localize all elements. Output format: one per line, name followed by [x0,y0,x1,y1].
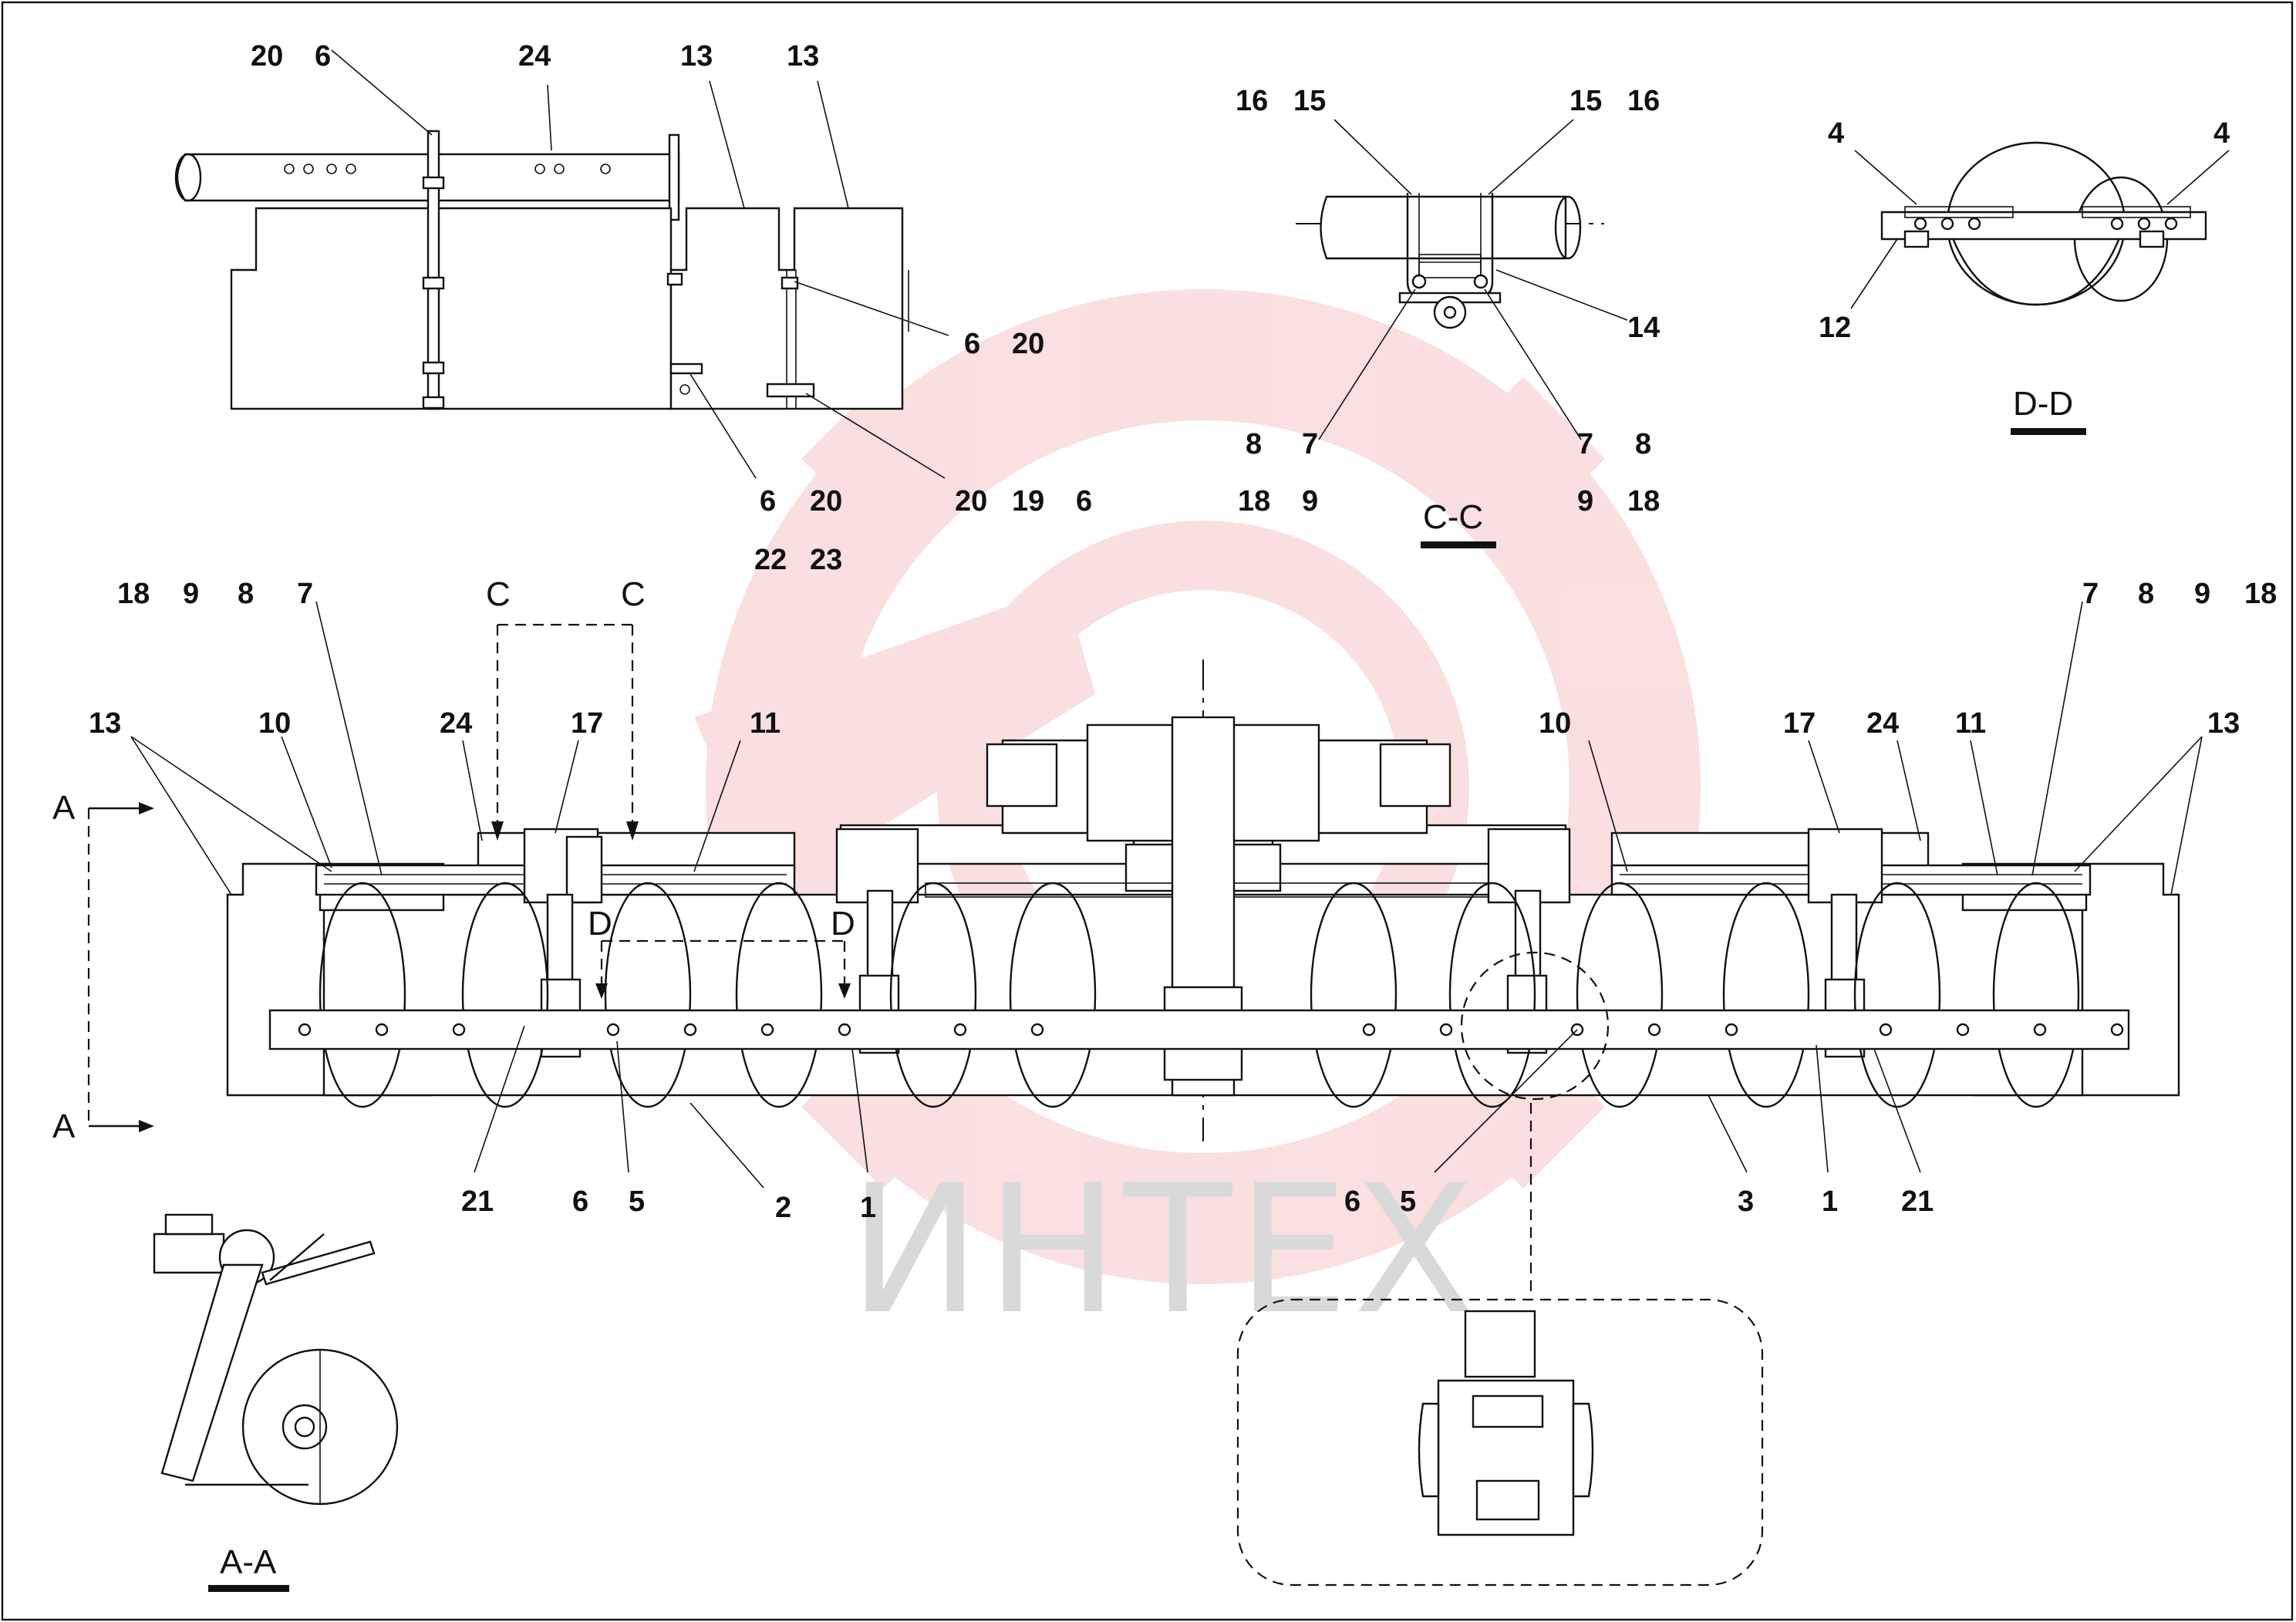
callout: 9 [2194,578,2210,610]
callout: 10 [1539,707,1571,740]
callout: 6 [760,485,776,518]
callout: 8 [2138,578,2154,610]
callout: 9 [183,578,199,610]
callout: 7 [1302,428,1318,460]
callouts-top-view: 20 6 24 13 13 6 20 6 20 20 19 6 22 23 [251,40,1092,576]
callout: 20 [251,40,283,73]
callout: 13 [2207,707,2240,740]
callout: 11 [750,707,781,740]
callout: 20 [955,485,987,518]
callout: 18 [2244,578,2277,610]
callout: 13 [680,40,713,73]
section-titles: C-C D-D A-A [208,385,2086,1592]
callout: 20 [1012,328,1044,360]
callout: 15 [1293,85,1326,117]
callout: 3 [1738,1185,1754,1218]
callout: 1 [860,1192,876,1224]
leader-lines [130,49,2230,1189]
callout: 18 [117,578,150,610]
cut-letter-c-right: C [621,575,646,613]
cut-line-c [491,623,639,841]
cut-letter-c-left: C [486,575,511,613]
callout: 7 [1577,428,1593,460]
cut-letter-d-left: D [588,905,612,943]
callout: 2 [775,1192,791,1224]
callout: 6 [572,1185,588,1218]
callout: 5 [629,1185,645,1218]
callout: 24 [1866,707,1899,740]
callout: 9 [1577,485,1593,518]
cut-line-d [595,939,851,999]
callout: 9 [1302,485,1318,518]
main-front-view [226,659,2180,1296]
callout: 10 [258,707,291,740]
callouts-section-dd: 4 4 12 [1819,117,2230,344]
cut-letter-a-top: A [52,789,76,827]
callout: 1 [1822,1185,1838,1218]
detail-view [1236,1298,1764,1587]
callout: 20 [810,485,842,518]
callout: 22 [754,544,787,576]
callout: 18 [1627,485,1660,518]
cut-line-a [87,802,154,1132]
watermark-text: ИНТЕХ [848,1148,1479,1354]
callout: 8 [238,578,254,610]
callout: 4 [1828,117,1844,150]
callout: 16 [1627,85,1660,117]
callout: 8 [1635,428,1651,460]
callout: 8 [1246,428,1262,460]
callout: 24 [440,707,472,740]
callout: 24 [518,40,551,73]
callout: 13 [787,40,819,73]
callout: 21 [461,1185,494,1218]
callout: 14 [1627,312,1660,344]
callout: 6 [1344,1185,1360,1218]
callout: 21 [1901,1185,1934,1218]
callouts-main-view: 18 9 8 7 7 8 9 18 13 10 24 17 11 10 17 2… [89,578,2277,1224]
top-view [174,130,909,410]
callout: 18 [1238,485,1270,518]
cut-letters: A A C C D D [52,575,855,1145]
callout: 15 [1569,85,1602,117]
section-aa-view [153,1213,399,1506]
callout: 6 [315,40,331,73]
callout: 16 [1236,85,1268,117]
callout: 12 [1819,312,1851,344]
callout: 23 [810,544,842,576]
section-title-cc: C-C [1423,498,1483,536]
callout: 13 [89,707,121,740]
section-title-aa: A-A [220,1543,277,1581]
section-title-dd: D-D [2013,385,2073,423]
callout: 11 [1955,707,1986,740]
callout: 7 [2082,578,2099,610]
section-cc-view [1296,193,1604,329]
cut-letter-d-right: D [831,905,855,943]
callout: 6 [964,328,980,360]
callout: 7 [297,578,313,610]
callout: 19 [1012,485,1044,518]
section-dd-view [1880,141,2207,306]
callout: 17 [1783,707,1816,740]
callout: 4 [2213,117,2230,150]
cut-letter-a-bottom: A [52,1108,76,1145]
callout: 17 [571,707,603,740]
callout: 6 [1076,485,1092,518]
callout: 5 [1400,1185,1416,1218]
callouts-section-cc: 16 15 15 16 14 8 7 7 8 18 9 9 18 [1236,85,1660,518]
